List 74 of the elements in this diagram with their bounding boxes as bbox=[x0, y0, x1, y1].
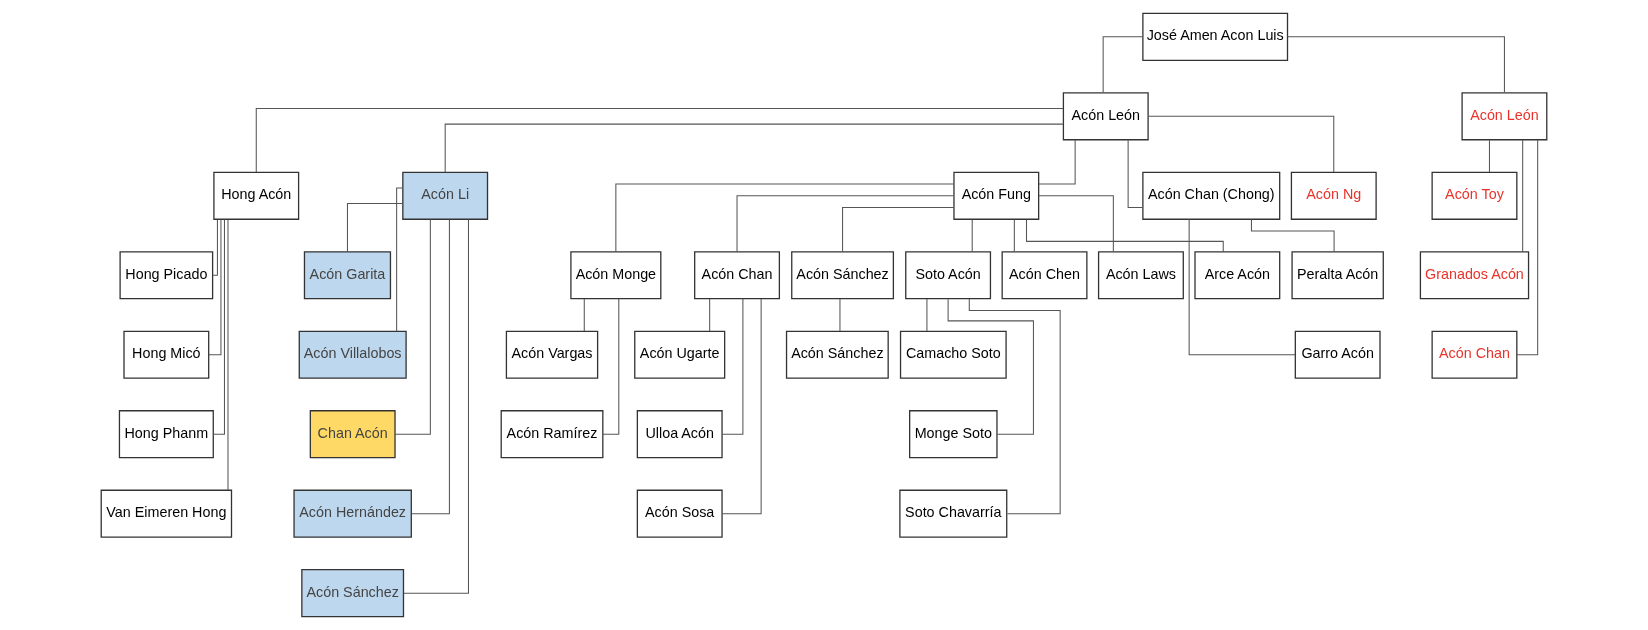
connector bbox=[1250, 218, 1335, 253]
connector bbox=[721, 298, 744, 435]
connector bbox=[926, 298, 928, 332]
node-box: Acón Ugarte bbox=[634, 330, 726, 379]
connector bbox=[255, 107, 1064, 173]
connector bbox=[1038, 139, 1076, 185]
connector bbox=[1038, 195, 1114, 252]
connector bbox=[839, 298, 841, 332]
connector bbox=[411, 219, 450, 515]
connector bbox=[968, 298, 1061, 515]
node-box: Acón Monge bbox=[570, 251, 662, 300]
node-box: Acón Ng bbox=[1290, 171, 1377, 220]
connector bbox=[721, 298, 762, 515]
connector bbox=[403, 218, 469, 594]
connector bbox=[615, 183, 955, 253]
connector bbox=[396, 187, 404, 332]
node-box: Hong Phanm bbox=[118, 410, 214, 459]
node-box: Hong Micó bbox=[123, 330, 210, 379]
connector bbox=[947, 298, 1034, 435]
connector bbox=[1287, 36, 1505, 93]
connector bbox=[1147, 115, 1335, 173]
node-box: Acón Vargas bbox=[505, 330, 599, 379]
connector bbox=[709, 298, 711, 332]
connector bbox=[736, 195, 954, 252]
node-box: Van Eimeren Hong bbox=[100, 489, 233, 538]
node-box: José Amen Acon Luis bbox=[1142, 12, 1289, 61]
node-box: Acón Hernández bbox=[293, 489, 412, 538]
node-box: Acón Sánchez bbox=[791, 251, 895, 300]
node-box: Acón Chan bbox=[1431, 330, 1518, 379]
node-box: Acón Laws bbox=[1097, 251, 1184, 300]
node-box: Acón Chen bbox=[1001, 251, 1088, 300]
node-box: Soto Chavarría bbox=[899, 489, 1008, 538]
node-box: Acón Sánchez bbox=[301, 569, 405, 618]
node-box: Monge Soto bbox=[909, 410, 998, 459]
node-box: Ulloa Acón bbox=[636, 410, 723, 459]
connector bbox=[1188, 218, 1296, 356]
connector bbox=[212, 219, 225, 435]
connector bbox=[1102, 36, 1143, 93]
connector bbox=[346, 203, 404, 253]
node-box: Arce Acón bbox=[1194, 251, 1281, 300]
connector bbox=[1127, 139, 1144, 209]
node-box: Acón León bbox=[1062, 92, 1149, 141]
node-box: Acón Toy bbox=[1431, 171, 1518, 220]
node-box: Hong Picado bbox=[119, 251, 214, 300]
connector bbox=[1522, 139, 1524, 253]
node-box: Acón Sánchez bbox=[785, 330, 889, 379]
connector bbox=[1026, 219, 1224, 253]
node-box: Chan Acón bbox=[309, 410, 396, 459]
node-box: Acón Villalobos bbox=[298, 330, 407, 379]
connector bbox=[227, 219, 229, 491]
node-box: Acón Sosa bbox=[636, 489, 723, 538]
node-box: Hong Acón bbox=[213, 171, 300, 220]
node-box: Acón Chan (Chong) bbox=[1142, 171, 1281, 220]
connector bbox=[1013, 219, 1015, 252]
connector bbox=[583, 298, 585, 332]
connector bbox=[971, 219, 973, 252]
connector bbox=[212, 219, 218, 276]
connector bbox=[842, 207, 955, 253]
node-box: Garro Acón bbox=[1294, 330, 1381, 379]
node-box: Acón Garita bbox=[303, 251, 392, 300]
connector bbox=[208, 218, 222, 356]
connector bbox=[444, 123, 1064, 173]
node-box: Camacho Soto bbox=[899, 330, 1007, 379]
connector bbox=[1488, 139, 1490, 173]
connector bbox=[1516, 139, 1539, 356]
node-box: Acón Ramírez bbox=[500, 410, 604, 459]
node-box: Granados Acón bbox=[1419, 251, 1530, 300]
node-box: Acón León bbox=[1461, 92, 1548, 141]
node-box: Soto Acón bbox=[905, 251, 992, 300]
connector bbox=[394, 219, 431, 435]
node-box: Acón Chan bbox=[694, 251, 781, 300]
node-box: Peralta Acón bbox=[1291, 251, 1384, 300]
node-box: Acón Li bbox=[402, 171, 489, 220]
node-box: Acón Fung bbox=[953, 171, 1040, 220]
